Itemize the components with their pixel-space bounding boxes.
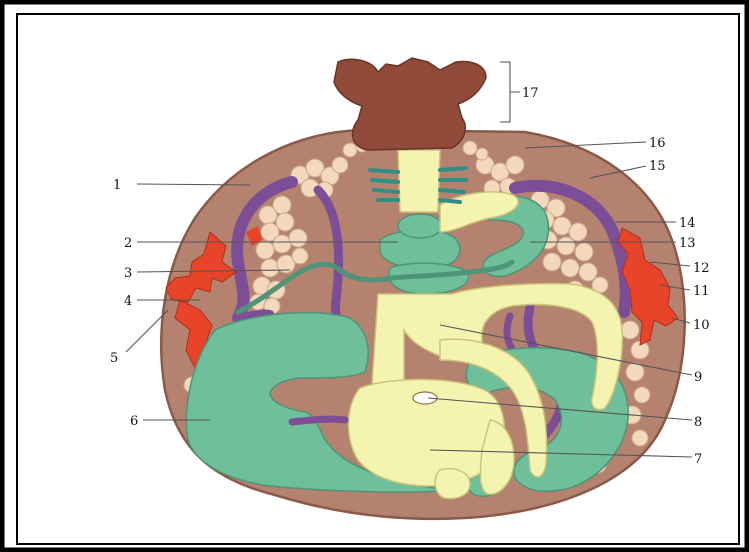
label-8: 8 xyxy=(694,415,702,430)
label-15: 15 xyxy=(649,159,666,174)
label-1: 1 xyxy=(113,178,121,193)
label-16: 16 xyxy=(649,136,666,151)
label-2: 2 xyxy=(124,236,132,251)
label-3: 3 xyxy=(124,266,132,281)
label-7: 7 xyxy=(694,452,702,467)
label-11: 11 xyxy=(693,284,710,299)
label-13: 13 xyxy=(679,236,696,251)
label-12: 12 xyxy=(693,261,710,276)
yellow-lower-foot xyxy=(435,469,470,499)
label-6: 6 xyxy=(130,414,138,429)
yellow-vertical-tube xyxy=(398,150,440,212)
label-10: 10 xyxy=(693,318,710,333)
label-5: 5 xyxy=(110,351,118,366)
purple-probe xyxy=(292,419,345,422)
green-top-knob xyxy=(398,214,442,238)
label-4: 4 xyxy=(124,294,132,309)
label-17: 17 xyxy=(522,86,539,101)
label-14: 14 xyxy=(679,216,696,231)
label-9: 9 xyxy=(694,370,702,385)
